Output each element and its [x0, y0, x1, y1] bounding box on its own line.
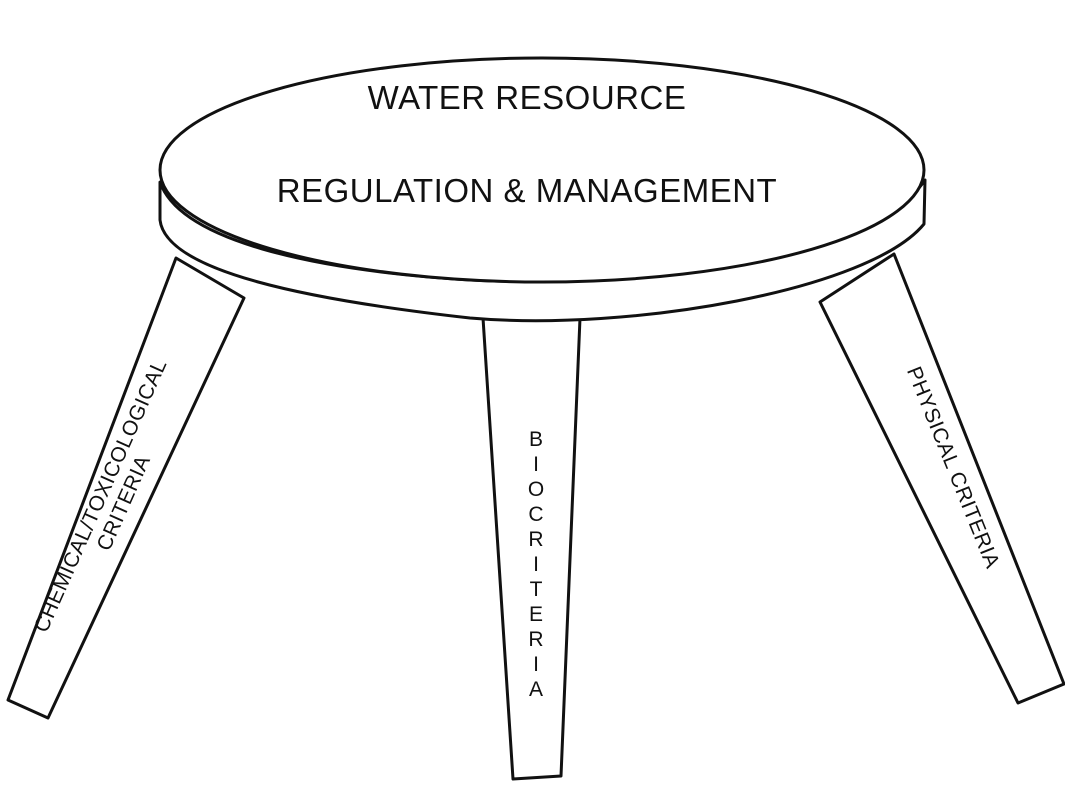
seat-title-line1: WATER RESOURCE: [368, 79, 687, 116]
center-leg-letter: R: [528, 628, 543, 651]
seat-title-line2: REGULATION & MANAGEMENT: [277, 172, 777, 209]
stool-seat: WATER RESOURCE REGULATION & MANAGEMENT: [158, 56, 927, 323]
seat-top: [158, 56, 926, 284]
left-leg-shape: [6, 256, 246, 720]
center-leg-letter: I: [533, 653, 539, 676]
center-leg-letter: I: [533, 553, 539, 576]
center-leg-letter: R: [528, 528, 543, 551]
right-leg-shape: [818, 252, 1065, 705]
center-leg-letter: B: [529, 428, 543, 451]
center-leg-letter: E: [529, 603, 543, 626]
center-leg-letter: O: [528, 478, 544, 501]
left-leg: CHEMICAL/TOXICOLOGICAL CRITERIA: [6, 256, 246, 720]
center-leg-letter: I: [533, 453, 539, 476]
center-leg-letter: A: [529, 678, 543, 701]
center-leg-letter: C: [528, 503, 543, 526]
center-leg-letter: T: [530, 578, 543, 601]
right-leg: PHYSICAL CRITERIA: [818, 252, 1065, 705]
